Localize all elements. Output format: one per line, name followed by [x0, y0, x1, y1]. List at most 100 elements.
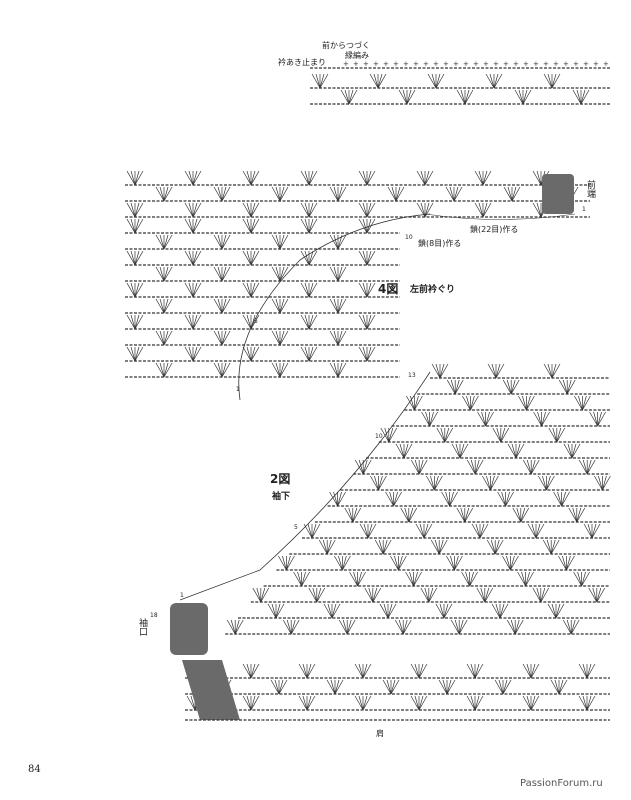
fig2-number: 2図 — [270, 472, 291, 486]
stitch — [427, 73, 437, 89]
stitch — [390, 679, 396, 695]
stitch — [250, 695, 260, 711]
stitch — [525, 571, 530, 587]
stitch — [242, 282, 252, 298]
stitch — [424, 170, 430, 186]
stitch — [474, 202, 484, 218]
stitch — [308, 170, 318, 186]
stitch — [308, 202, 314, 218]
stitch — [362, 695, 368, 711]
stitch — [217, 298, 223, 314]
stitch — [573, 571, 582, 587]
stitch — [126, 250, 136, 266]
stitch — [530, 695, 540, 711]
stitch — [366, 314, 376, 330]
stitch — [134, 346, 140, 362]
stitch — [275, 603, 281, 619]
stitch — [304, 218, 310, 234]
stitch — [308, 587, 318, 603]
stitch — [308, 282, 314, 298]
stitch — [522, 89, 528, 105]
stitch — [414, 395, 419, 411]
stitch — [530, 459, 540, 475]
stitch — [546, 539, 552, 555]
stitch — [188, 218, 194, 234]
stitch — [492, 427, 502, 443]
stitch — [510, 619, 516, 635]
stitch — [466, 395, 471, 411]
stitch — [260, 587, 270, 603]
stitch — [316, 587, 322, 603]
stitch — [246, 170, 252, 186]
stitch — [563, 443, 573, 459]
stitch — [337, 186, 347, 202]
stitch — [537, 411, 542, 427]
stitch — [518, 89, 524, 105]
stitch — [378, 475, 383, 491]
stitch — [478, 202, 484, 218]
stitch — [553, 491, 562, 507]
stitch — [451, 443, 461, 459]
stitch — [213, 298, 223, 314]
edging-label: 縁編み — [345, 51, 369, 60]
stitch — [221, 362, 231, 378]
stitch — [134, 282, 140, 298]
stitch — [426, 475, 435, 491]
stitch — [474, 663, 480, 679]
stitch — [530, 459, 536, 475]
stitch — [474, 663, 484, 679]
stitch — [520, 507, 526, 523]
stitch — [279, 266, 289, 282]
stitch — [410, 395, 415, 411]
stitch — [290, 619, 300, 635]
stitch — [418, 459, 424, 475]
stitch — [134, 218, 140, 234]
stitch — [338, 555, 343, 571]
stitch — [366, 170, 372, 186]
leader-line — [424, 213, 576, 220]
stitch — [126, 314, 136, 330]
stitch — [518, 395, 527, 411]
stitch — [566, 379, 576, 395]
stitch — [522, 459, 532, 475]
stitch — [134, 250, 140, 266]
stitch — [250, 346, 256, 362]
stitch — [304, 314, 310, 330]
stitch — [337, 266, 343, 282]
stitch — [582, 395, 591, 411]
stitch — [234, 619, 240, 635]
stitch — [496, 427, 502, 443]
stitch — [362, 663, 368, 679]
stitch — [308, 282, 318, 298]
stitch — [304, 202, 310, 218]
stitch — [444, 427, 450, 443]
stitch — [556, 427, 566, 443]
stitch — [366, 250, 372, 266]
stitch — [221, 266, 227, 282]
shaded-block — [542, 174, 574, 214]
stitch — [306, 663, 312, 679]
stitch — [373, 73, 379, 89]
stitch — [366, 346, 376, 362]
stitch — [134, 202, 140, 218]
stitch — [495, 363, 501, 379]
fig2-title: 袖下 — [272, 492, 291, 502]
stitch — [271, 603, 277, 619]
stitch-mark: + — [493, 60, 499, 68]
stitch — [532, 587, 542, 603]
stitch — [130, 282, 136, 298]
stitch — [522, 89, 532, 105]
stitch — [319, 73, 325, 89]
stitch — [334, 679, 344, 695]
stitch — [362, 459, 372, 475]
stitch — [278, 679, 284, 695]
stitch — [300, 314, 310, 330]
stitch — [541, 411, 550, 427]
stitch — [308, 170, 314, 186]
stitch — [367, 523, 373, 539]
stitch — [134, 314, 140, 330]
stitch — [510, 555, 515, 571]
stitch — [184, 202, 194, 218]
stitch — [578, 695, 588, 711]
